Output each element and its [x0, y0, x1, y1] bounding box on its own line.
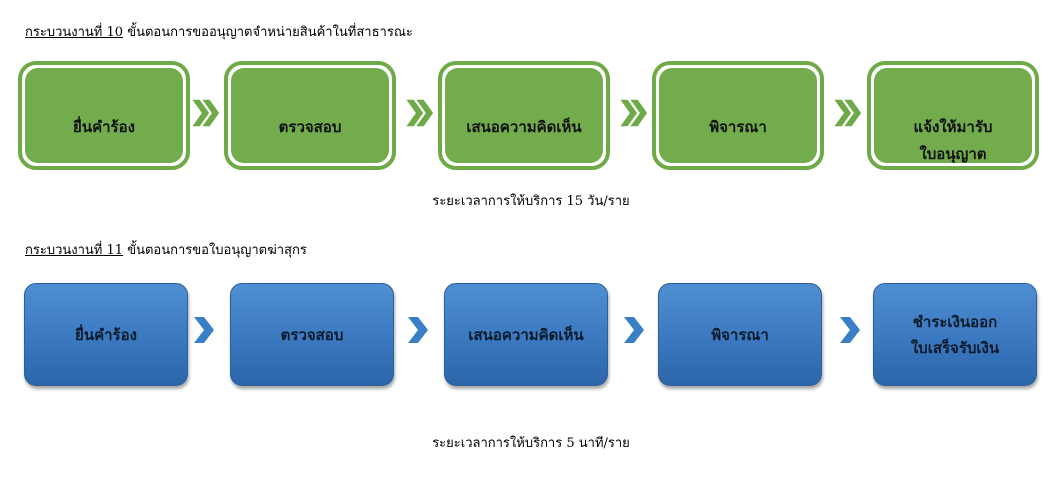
double-chevron-right-icon [832, 98, 863, 128]
process10-step-5-line-1: แจ้งให้มารับ [913, 118, 993, 136]
process10-heading: กระบวนงานที่ 10 ขั้นตอนการขออนุญาตจำหน่า… [25, 21, 413, 42]
process10-step-3-text: เสนอความคิดเห็น [466, 118, 582, 136]
process10-step-2-text: ตรวจสอบ [278, 118, 342, 136]
process11-duration: ระยะเวลาการให้บริการ 5 นาที/ราย [432, 436, 630, 451]
process11-step-1-text: ยื่นคำร้อง [75, 325, 137, 344]
double-chevron-right-icon [190, 98, 221, 128]
process11-step-5-line-1: ชำระเงินออก [912, 312, 998, 331]
process10-step-3: เสนอความคิดเห็น [438, 61, 610, 170]
process11-step-4: พิจารณา [658, 283, 822, 386]
process10-step-2: ตรวจสอบ [224, 61, 396, 170]
process11-step-4-text: พิจารณา [711, 325, 769, 344]
double-chevron-right-icon [404, 98, 435, 128]
chevron-right-icon [194, 317, 214, 343]
process10-step-5: แจ้งให้มารับ ใบอนุญาต [867, 61, 1039, 170]
chevron-right-icon [408, 317, 428, 343]
process11-step-3: เสนอความคิดเห็น [444, 283, 608, 386]
process11-step-5-line-2: ใบเสร็จรับเงิน [910, 338, 1000, 357]
process10-step-4: พิจารณา [652, 61, 824, 170]
process11-label: กระบวนงานที่ 11 [25, 243, 124, 258]
process10-step-4-text: พิจารณา [709, 118, 767, 136]
chevron-right-icon [624, 317, 644, 343]
process10-step-1-text: ยื่นคำร้อง [73, 118, 135, 136]
process11-step-2-text: ตรวจสอบ [280, 325, 344, 344]
double-chevron-right-icon [618, 98, 649, 128]
process10-step-5-line-2: ใบอนุญาต [919, 145, 987, 163]
process10-title: ขั้นตอนการขออนุญาตจำหน่ายสินค้าในที่สาธา… [123, 25, 413, 40]
process10-duration: ระยะเวลาการให้บริการ 15 วัน/ราย [432, 194, 630, 209]
chevron-right-icon [840, 317, 860, 343]
process11-step-3-text: เสนอความคิดเห็น [468, 325, 584, 344]
process11-step-5: ชำระเงินออก ใบเสร็จรับเงิน [873, 283, 1037, 386]
process11-heading: กระบวนงานที่ 11 ขั้นตอนการขอใบอนุญาตฆ่าส… [25, 239, 307, 260]
process11-step-1: ยื่นคำร้อง [24, 283, 188, 386]
process11-title: ขั้นตอนการขอใบอนุญาตฆ่าสุกร [123, 243, 307, 258]
process11-step-2: ตรวจสอบ [230, 283, 394, 386]
process10-step-1: ยื่นคำร้อง [18, 61, 190, 170]
process10-label: กระบวนงานที่ 10 [25, 25, 124, 40]
